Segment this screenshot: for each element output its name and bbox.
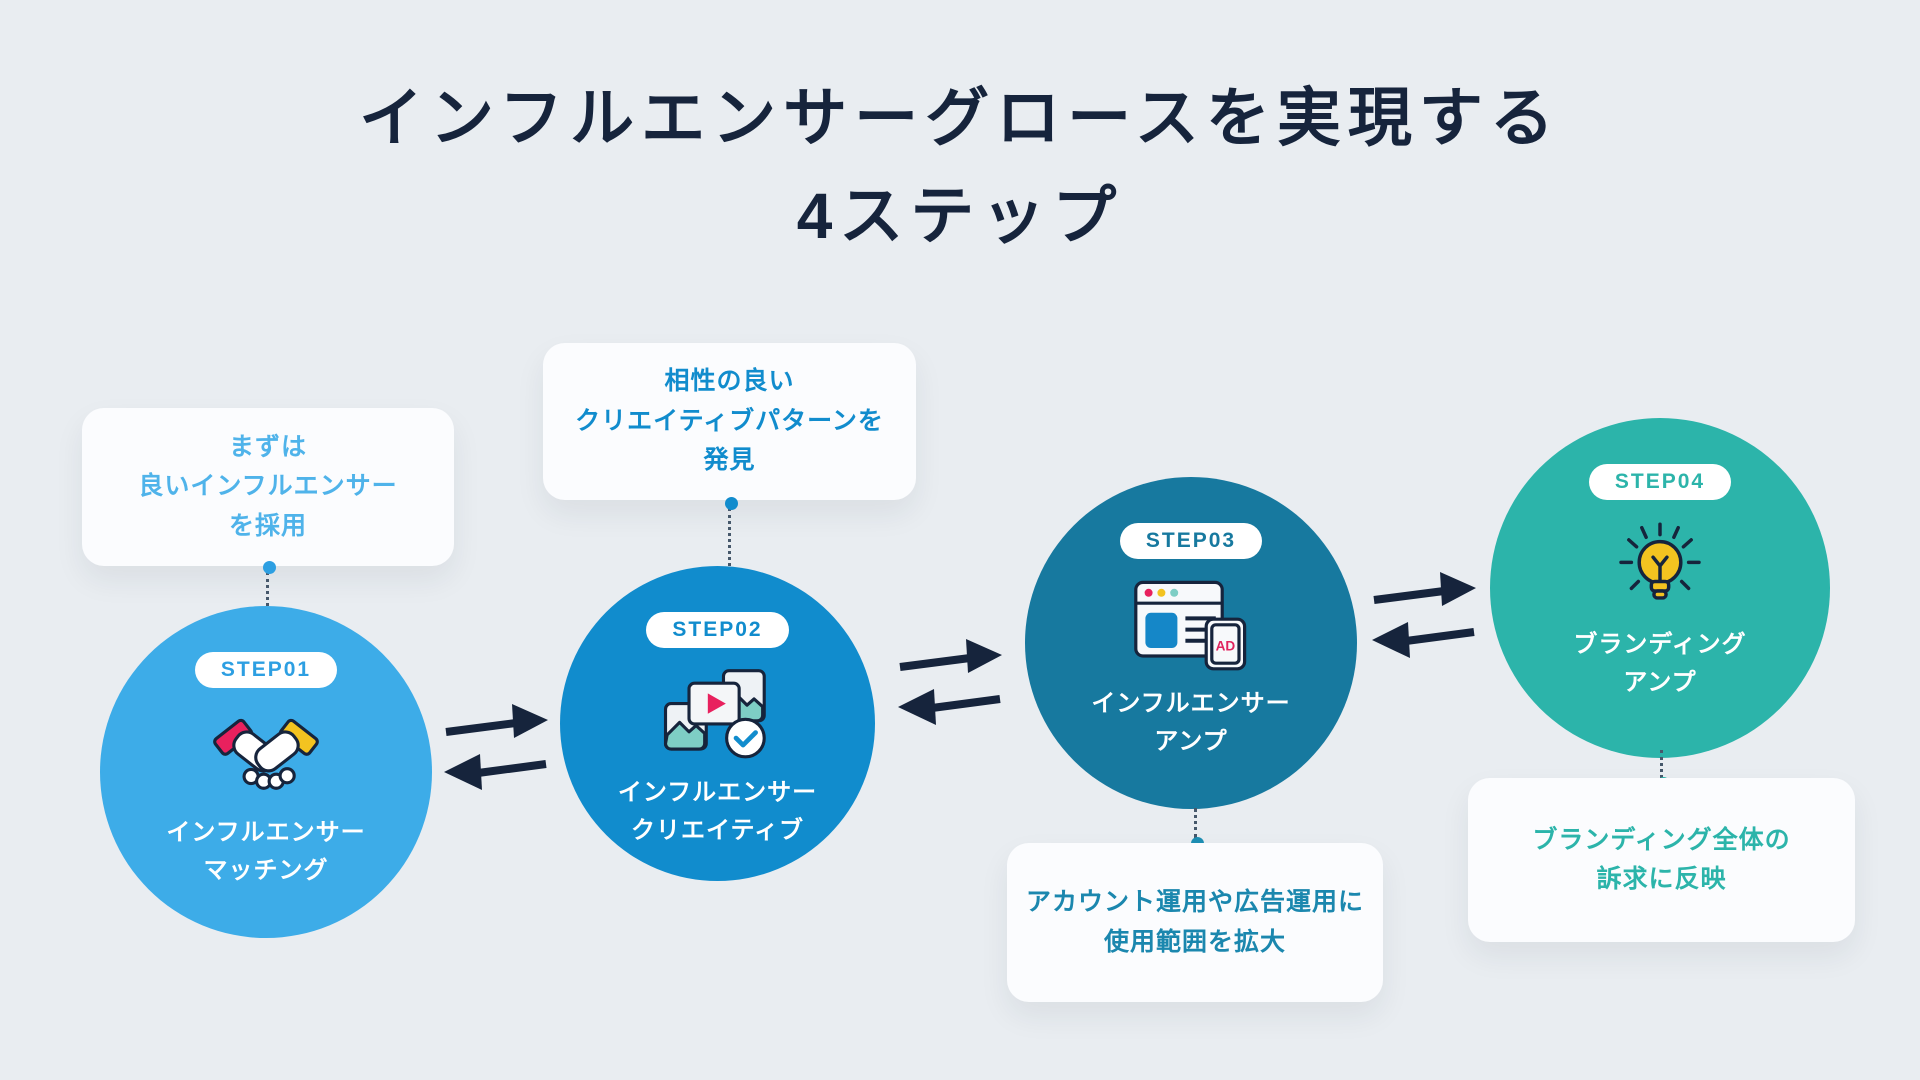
right-arrow-icon bbox=[445, 704, 548, 738]
bulb-base bbox=[1652, 589, 1668, 600]
label-line: ブランディング bbox=[1573, 631, 1747, 658]
handshake-icon bbox=[204, 706, 328, 800]
callout-text-line: ブランディング全体の bbox=[1532, 825, 1791, 854]
label-line: マッチング bbox=[203, 857, 329, 885]
browser-dot-yellow bbox=[1157, 588, 1166, 597]
step-01-connector-line bbox=[262, 561, 276, 606]
connector-dot bbox=[262, 561, 276, 574]
browser-ad-icon: AD bbox=[1128, 577, 1254, 671]
step-01-badge: STEP01 bbox=[194, 652, 338, 688]
step-03-callout-card: アカウント運用や広告運用に 使用範囲を拡大 bbox=[1007, 843, 1383, 1002]
step-01-label: インフルエンサー マッチング bbox=[166, 814, 365, 891]
finger bbox=[278, 767, 296, 785]
step-02-label: インフルエンサー クリエイティブ bbox=[618, 774, 817, 851]
callout-text-line: クリエイティブパターンを bbox=[575, 406, 884, 435]
callout-text-line: アカウント運用や広告運用に bbox=[1025, 888, 1364, 916]
callout-text-line: 訴求に反映 bbox=[1596, 865, 1727, 893]
handshake-graphic bbox=[213, 718, 319, 790]
callout-text-line: まずは bbox=[228, 432, 307, 461]
step-03-connector-line bbox=[1190, 808, 1204, 850]
left-arrow-icon bbox=[1372, 622, 1475, 658]
callout-text-line: 良いインフルエンサー bbox=[138, 472, 398, 501]
browser-ad-graphic: AD bbox=[1134, 580, 1247, 671]
left-arrow-icon bbox=[444, 754, 547, 790]
callout-text-line: 使用範囲を拡大 bbox=[1103, 927, 1286, 956]
play-button-icon bbox=[707, 693, 726, 714]
callout-text-line: 相性の良い bbox=[664, 367, 795, 396]
exchange-arrows-1-2 bbox=[440, 694, 552, 802]
step-02-circle: STEP02 インフルエンサー クリエ bbox=[560, 566, 875, 881]
right-arrow-icon bbox=[1373, 572, 1476, 606]
exchange-arrows-2-3 bbox=[894, 629, 1006, 737]
ad-phone-screen bbox=[1210, 623, 1241, 665]
media-creative-graphic bbox=[663, 669, 766, 759]
step-02-badge: STEP02 bbox=[646, 612, 789, 648]
callout-text-line: を採用 bbox=[228, 511, 307, 540]
step-01-callout-card: まずは 良いインフルエンサー を採用 bbox=[82, 408, 454, 566]
callout-text-line: 発見 bbox=[703, 446, 756, 475]
double-arrow-graphic bbox=[898, 639, 1002, 725]
step-03-badge: STEP03 bbox=[1119, 523, 1263, 559]
step-04-circle: STEP04 bbox=[1490, 418, 1830, 758]
step-04-callout-card: ブランディング全体の 訴求に反映 bbox=[1468, 778, 1855, 942]
media-creative-icon bbox=[658, 666, 778, 760]
right-hand bbox=[254, 730, 300, 773]
browser-dot-pink bbox=[1144, 588, 1153, 597]
step-02-connector-line bbox=[724, 497, 738, 566]
step-04-label: ブランディング アンプ bbox=[1573, 626, 1746, 703]
content-block bbox=[1145, 612, 1178, 648]
step-03-circle: STEP03 AD bbox=[1025, 477, 1357, 809]
title-line-2: 4ステップ bbox=[796, 179, 1124, 252]
photo-mountains bbox=[663, 720, 706, 751]
double-arrow-graphic bbox=[1372, 572, 1476, 658]
check-circle bbox=[724, 717, 766, 759]
ad-label: AD bbox=[1216, 638, 1236, 653]
step-03-label: インフルエンサー アンプ bbox=[1091, 685, 1290, 762]
filament bbox=[1651, 555, 1669, 584]
page-title: インフルエンサーグロースを実現する 4ステップ bbox=[0, 70, 1920, 266]
lightbulb-graphic bbox=[1619, 522, 1701, 600]
exchange-arrows-3-4 bbox=[1368, 562, 1480, 670]
label-line: アンプ bbox=[1154, 728, 1228, 756]
label-line: インフルエンサー bbox=[617, 779, 818, 806]
connector-dot bbox=[724, 497, 738, 510]
label-line: インフルエンサー bbox=[166, 819, 366, 846]
label-line: クリエイティブ bbox=[630, 817, 805, 845]
check-icon bbox=[733, 730, 758, 748]
step-01-circle: STEP01 インフルエンサー マッチ bbox=[100, 606, 432, 938]
step-02-callout-card: 相性の良い クリエイティブパターンを 発見 bbox=[543, 343, 916, 500]
double-arrow-graphic bbox=[444, 704, 548, 790]
step-04-connector-line bbox=[1656, 750, 1670, 790]
label-line: アンプ bbox=[1623, 669, 1697, 697]
label-line: インフルエンサー bbox=[1091, 690, 1291, 717]
step-04-badge: STEP04 bbox=[1588, 464, 1732, 500]
right-arrow-icon bbox=[899, 639, 1002, 673]
left-arrow-icon bbox=[898, 689, 1001, 725]
title-line-1: インフルエンサーグロースを実現する bbox=[359, 82, 1561, 154]
lightbulb-icon bbox=[1608, 518, 1712, 612]
browser-dot-teal bbox=[1170, 588, 1179, 597]
